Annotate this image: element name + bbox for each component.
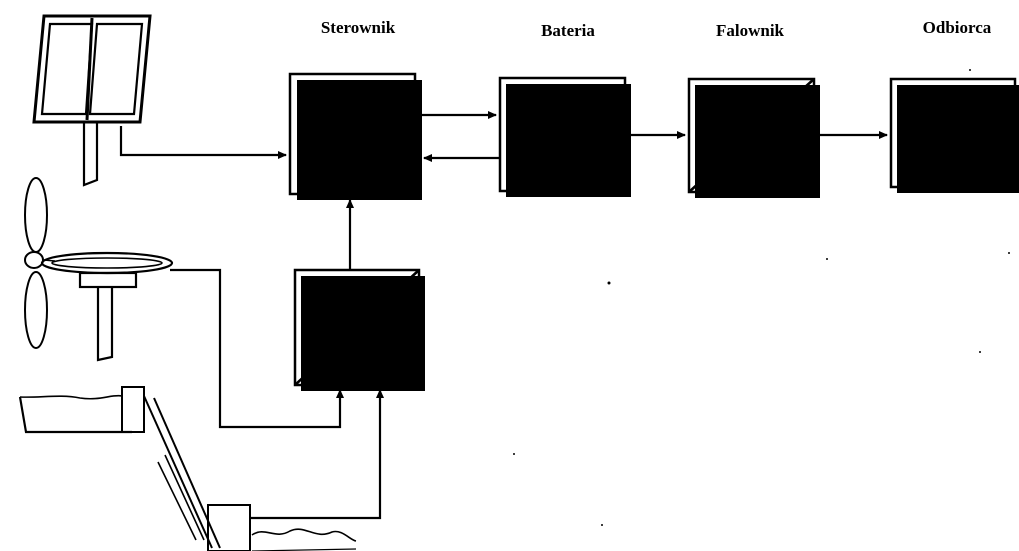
inverter-block: DC AC [687, 77, 820, 198]
consumer-label: Odbiorca [923, 18, 992, 37]
generator-ac-label: AC [356, 342, 388, 368]
generator-dc-label: DC [314, 290, 347, 316]
hydro-turbine-icon [18, 386, 357, 551]
generator-converter-block: DC AC [293, 268, 425, 391]
inverter-dc-label: DC [712, 91, 745, 117]
controller-label: Sterownik [321, 18, 396, 37]
inverter-label: Falownik [716, 21, 785, 40]
battery-label: Bateria [541, 21, 595, 40]
battery-icon [508, 126, 616, 176]
wind-turbine-icon [24, 177, 174, 362]
controller-block [288, 72, 422, 200]
solar-panel-icon [32, 14, 152, 187]
battery-block [498, 76, 631, 197]
connection-lines [119, 111, 888, 520]
scan-specks [513, 69, 1010, 526]
consumer-block [889, 77, 1019, 193]
inverter-ac-label: AC [753, 142, 785, 168]
